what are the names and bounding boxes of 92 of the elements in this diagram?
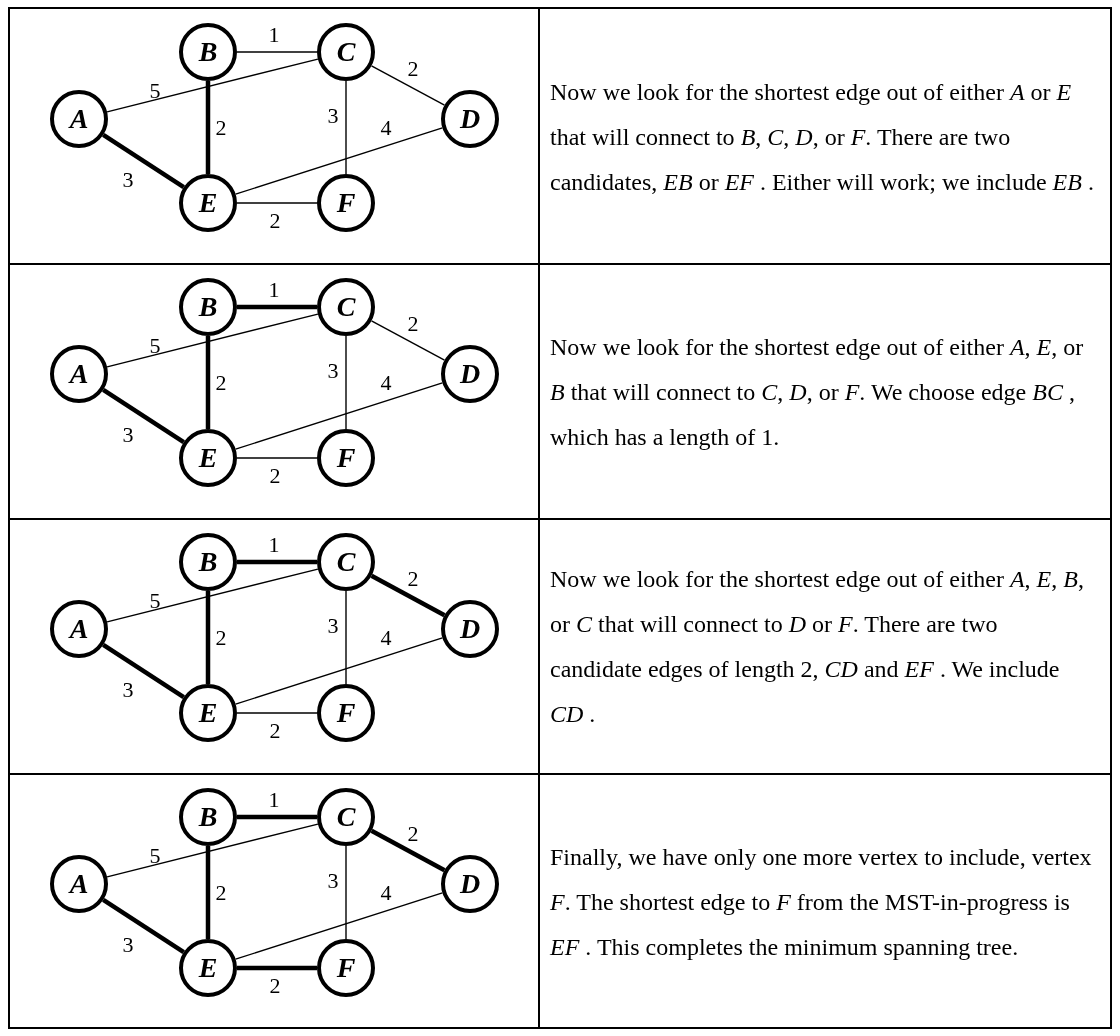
edge-weight: 2 [407, 823, 419, 845]
step-description: Finally, we have only one more vertex to include, vertex F. The shortest edge to F from the MST-in-progress is EF . This completes the minimum spanning tree. [550, 842, 1093, 962]
edge-weight: 2 [269, 465, 281, 487]
graph-edge [345, 590, 347, 685]
vertex-circle: E [179, 429, 237, 487]
vertex-circle: F [317, 429, 375, 487]
graph-edge [345, 80, 347, 175]
graph-edge [236, 712, 318, 714]
graph-edge [237, 559, 317, 565]
vertex-circle: E [179, 174, 237, 232]
graph-edge [237, 814, 317, 820]
edge-weight: 1 [268, 789, 280, 811]
edge-weight: 3 [327, 615, 339, 637]
graph-edge [205, 591, 211, 684]
graph-edge [234, 892, 444, 960]
edge-weight: 3 [327, 105, 339, 127]
edge-weight: 5 [149, 845, 161, 867]
vertex-circle: F [317, 174, 375, 232]
edge-weight: 3 [122, 169, 134, 191]
vertex-circle: D [441, 345, 499, 403]
graph-edge [106, 313, 319, 368]
edge-weight: 2 [215, 882, 227, 904]
vertex-circle: C [317, 788, 375, 846]
graph-edge [370, 573, 446, 618]
vertex-circle: B [179, 23, 237, 81]
graph-edge [106, 823, 319, 878]
graph-edge [102, 642, 185, 700]
graph-edge [236, 202, 318, 204]
vertex-circle: B [179, 788, 237, 846]
graph-edge [236, 51, 318, 53]
graph-edge [205, 81, 211, 174]
graph-edge [370, 65, 446, 106]
edge-weight: 2 [269, 720, 281, 742]
edge-weight: 5 [149, 80, 161, 102]
edge-weight: 3 [122, 679, 134, 701]
edge-weight: 5 [149, 335, 161, 357]
vertex-circle: A [50, 855, 108, 913]
edge-weight: 2 [269, 210, 281, 232]
edge-weight: 3 [122, 424, 134, 446]
graph-edge [237, 304, 317, 310]
vertex-circle: F [317, 939, 375, 997]
edge-weight: 2 [215, 627, 227, 649]
graph-edge [102, 897, 185, 955]
edge-weight: 5 [149, 590, 161, 612]
vertex-circle: D [441, 600, 499, 658]
graph-edge [345, 845, 347, 940]
graph-edge [205, 846, 211, 939]
vertex-circle: A [50, 600, 108, 658]
edge-weight: 2 [407, 58, 419, 80]
vertex-circle: D [441, 90, 499, 148]
edge-weight: 3 [327, 360, 339, 382]
edge-weight: 1 [268, 24, 280, 46]
vertex-circle: C [317, 23, 375, 81]
graph-edge [234, 127, 444, 195]
graph-edge [236, 457, 318, 459]
vertex-circle: A [50, 90, 108, 148]
vertex-circle: C [317, 533, 375, 591]
graph-edge [106, 568, 319, 623]
vertex-circle: C [317, 278, 375, 336]
graph-edge [237, 965, 317, 971]
graph-edge [102, 387, 185, 445]
graph-edge [106, 58, 319, 113]
graph-edge [234, 637, 444, 705]
edge-weight: 4 [380, 372, 392, 394]
vertex-circle: E [179, 684, 237, 742]
edge-weight: 2 [215, 117, 227, 139]
vertex-circle: E [179, 939, 237, 997]
vertex-circle: B [179, 533, 237, 591]
graph-edge [370, 828, 446, 873]
edge-weight: 2 [407, 313, 419, 335]
graph-edge [370, 320, 446, 361]
step-description: Now we look for the shortest edge out of either A, E, B, or C that will connect to D or F. There are two candidate edges of length 2, CD and EF . We include CD . [550, 564, 1085, 729]
edge-weight: 4 [380, 627, 392, 649]
edge-weight: 3 [327, 870, 339, 892]
vertex-circle: B [179, 278, 237, 336]
step-description: Now we look for the shortest edge out of either A, E, or B that will connect to C, D, or F. We choose edge BC , which has a length of 1. [550, 332, 1085, 452]
vertex-circle: D [441, 855, 499, 913]
graph-edge [345, 335, 347, 430]
vertex-circle: A [50, 345, 108, 403]
edge-weight: 4 [380, 117, 392, 139]
edge-weight: 3 [122, 934, 134, 956]
step-description: Now we look for the shortest edge out of either A or E that will connect to B, C, D, or F. There are two candidates, EB or EF . Either will work; we include EB . [550, 77, 1095, 196]
edge-weight: 4 [380, 882, 392, 904]
edge-weight: 2 [269, 975, 281, 997]
edge-weight: 2 [215, 372, 227, 394]
vertex-circle: F [317, 684, 375, 742]
graph-edge [102, 132, 185, 190]
edge-weight: 2 [407, 568, 419, 590]
edge-weight: 1 [268, 534, 280, 556]
graph-edge [205, 336, 211, 429]
graph-edge [234, 382, 444, 450]
edge-weight: 1 [268, 279, 280, 301]
